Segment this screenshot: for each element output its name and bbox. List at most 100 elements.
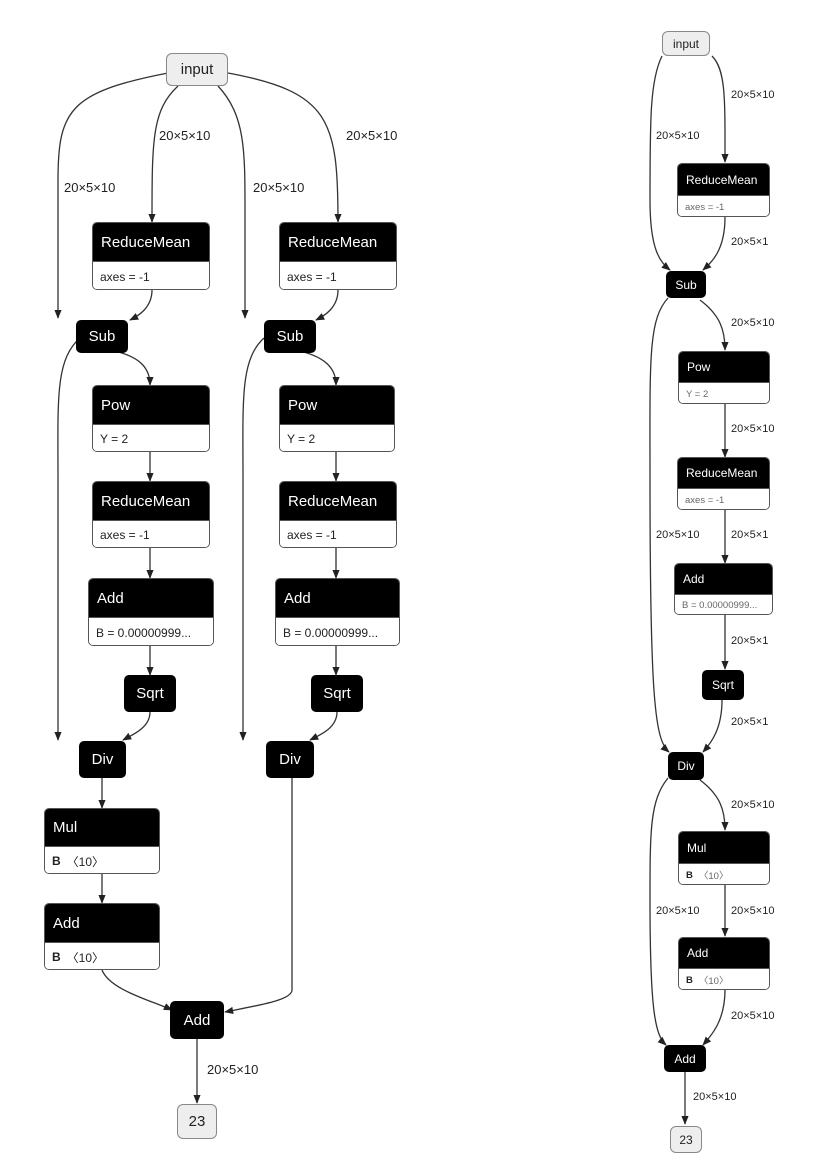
node-title: Add: [679, 938, 769, 968]
pow-node[interactable]: Pow Y = 2: [92, 385, 210, 452]
edge-label: 20×5×10: [656, 905, 700, 917]
node-title: ReduceMean: [678, 164, 769, 195]
node-title: ReduceMean: [678, 458, 769, 488]
edge: [227, 72, 342, 223]
edge: [109, 349, 154, 386]
edge-label: 20×5×10: [731, 317, 775, 329]
reducemean-node[interactable]: ReduceMean axes = -1: [279, 222, 397, 290]
add-node[interactable]: Add B = 0.00000999...: [88, 578, 214, 646]
node-attribute: B 〈10〉: [679, 863, 769, 884]
node-attribute: Y = 2: [280, 424, 394, 451]
edge: [649, 777, 669, 1046]
reducemean-node[interactable]: ReduceMean axes = -1: [279, 481, 397, 548]
pow-node[interactable]: Pow Y = 2: [279, 385, 395, 452]
node-attribute: B 〈10〉: [45, 846, 159, 873]
edge: [309, 711, 338, 741]
add-node[interactable]: Add B 〈10〉: [44, 903, 160, 970]
node-title: Mul: [45, 809, 159, 846]
edge-label: 20×5×10: [656, 130, 700, 142]
edge: [224, 778, 293, 1014]
edge: [54, 337, 81, 741]
node-title: Add: [45, 904, 159, 942]
div-node[interactable]: Div: [79, 741, 126, 778]
output-node[interactable]: 23: [670, 1126, 702, 1153]
sqrt-node[interactable]: Sqrt: [124, 675, 176, 712]
reducemean-node[interactable]: ReduceMean axes = -1: [677, 163, 770, 217]
edge-label: 20×5×10: [159, 128, 211, 143]
node-attribute: axes = -1: [678, 488, 769, 509]
reducemean-node[interactable]: ReduceMean axes = -1: [92, 481, 210, 548]
edge-label: 20×5×10: [346, 128, 398, 143]
node-title: Add: [675, 564, 772, 594]
sqrt-node[interactable]: Sqrt: [311, 675, 363, 712]
edge: [649, 55, 671, 271]
edge: [122, 711, 151, 741]
reducemean-node[interactable]: ReduceMean axes = -1: [92, 222, 210, 290]
node-title: ReduceMean: [93, 223, 209, 261]
edge: [129, 289, 153, 321]
edge-label: 20×5×1: [731, 529, 769, 541]
edge: [101, 969, 173, 1011]
node-attribute: B 〈10〉: [45, 942, 159, 969]
sub-node[interactable]: Sub: [264, 320, 316, 353]
output-node[interactable]: 23: [177, 1104, 217, 1139]
node-title: ReduceMean: [280, 482, 396, 520]
edge: [699, 779, 729, 831]
edge-label: 20×5×10: [731, 905, 775, 917]
add-node[interactable]: Add B = 0.00000999...: [275, 578, 400, 646]
edge-label: 20×5×10: [253, 180, 305, 195]
edge: [217, 85, 249, 319]
edge-label: 20×5×10: [731, 423, 775, 435]
edge: [294, 349, 340, 386]
edge: [711, 55, 729, 163]
div-node[interactable]: Div: [266, 741, 314, 778]
mul-node[interactable]: Mul B 〈10〉: [678, 831, 770, 885]
input-node[interactable]: input: [166, 53, 228, 86]
node-attribute: B = 0.00000999...: [89, 617, 213, 645]
mul-node[interactable]: Mul B 〈10〉: [44, 808, 160, 874]
node-attribute: Y = 2: [679, 382, 769, 403]
edge-label: 20×5×10: [207, 1062, 259, 1077]
node-attribute: axes = -1: [93, 520, 209, 547]
edge: [148, 85, 179, 223]
sub-node[interactable]: Sub: [666, 271, 706, 298]
node-attribute: B = 0.00000999...: [675, 594, 772, 614]
input-node[interactable]: input: [662, 31, 710, 56]
node-attribute: axes = -1: [280, 520, 396, 547]
edge-label: 20×5×10: [693, 1091, 737, 1103]
node-attribute: B = 0.00000999...: [276, 617, 399, 645]
edge: [649, 297, 670, 753]
node-title: Pow: [679, 352, 769, 382]
add-node[interactable]: Add B = 0.00000999...: [674, 563, 773, 615]
edge-label: 20×5×10: [731, 1010, 775, 1022]
sqrt-node[interactable]: Sqrt: [702, 670, 744, 700]
reducemean-node[interactable]: ReduceMean axes = -1: [677, 457, 770, 510]
attr-value: 〈10〉: [66, 950, 105, 965]
pow-node[interactable]: Pow Y = 2: [678, 351, 770, 404]
edge-label: 20×5×10: [64, 180, 116, 195]
edge: [702, 216, 726, 271]
edge: [239, 337, 265, 741]
attr-key: B: [686, 974, 693, 986]
add-node[interactable]: Add: [664, 1045, 706, 1072]
node-title: ReduceMean: [93, 482, 209, 520]
add-node[interactable]: Add: [170, 1001, 224, 1039]
node-title: Mul: [679, 832, 769, 863]
attr-value: 〈10〉: [66, 854, 105, 869]
attr-value: 〈10〉: [698, 976, 729, 987]
edge-label: 20×5×1: [731, 236, 769, 248]
attr-key: B: [686, 869, 693, 881]
edge: [315, 289, 339, 321]
node-attribute: axes = -1: [93, 261, 209, 289]
sub-node[interactable]: Sub: [76, 320, 128, 353]
div-node[interactable]: Div: [668, 752, 704, 780]
node-title: Add: [276, 579, 399, 617]
add-node[interactable]: Add B 〈10〉: [678, 937, 770, 990]
node-title: Add: [89, 579, 213, 617]
edge-label: 20×5×1: [731, 635, 769, 647]
node-attribute: axes = -1: [280, 261, 396, 289]
edge: [699, 299, 729, 351]
node-attribute: Y = 2: [93, 424, 209, 451]
